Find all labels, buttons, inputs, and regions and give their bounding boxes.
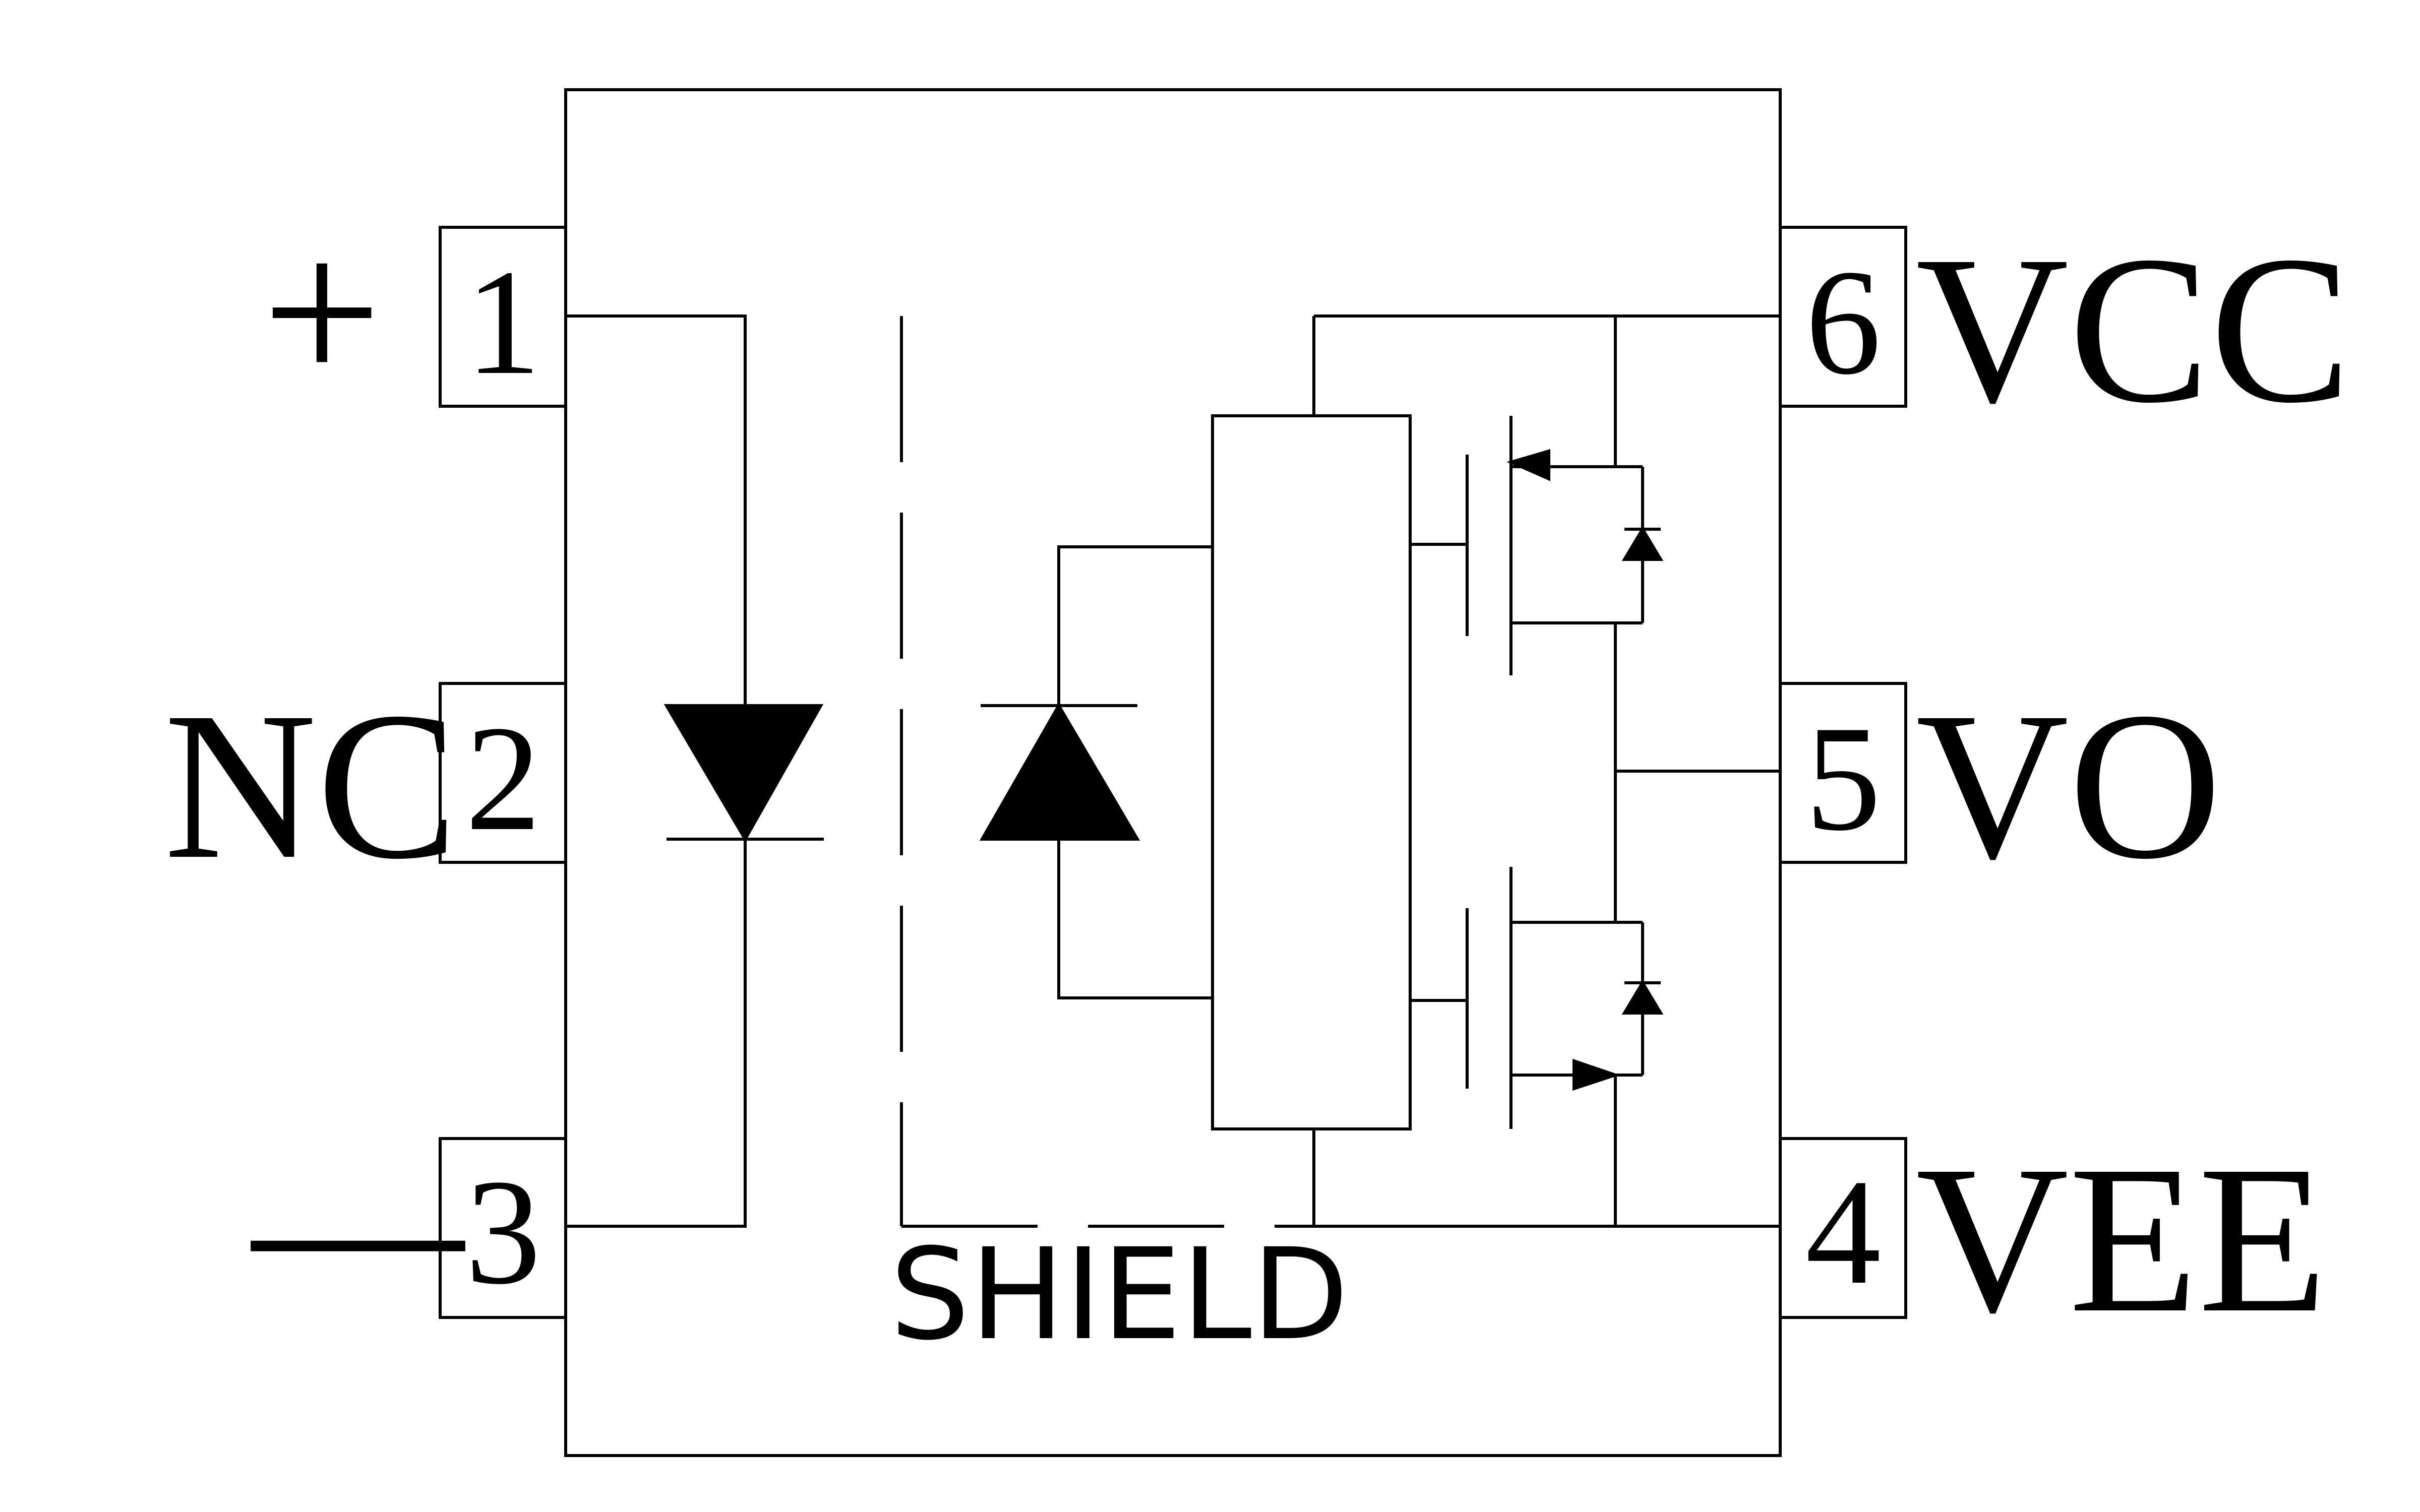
pin-6-label: VCC: [1916, 212, 2351, 447]
lower-body-diode-icon: [1621, 980, 1664, 1015]
pin-4-label: VEE: [1916, 1122, 2327, 1356]
pin-1-label: +: [262, 195, 382, 429]
upper-body-diode-icon: [1621, 526, 1664, 561]
led-triangle: [663, 704, 824, 843]
pin-2-box: [439, 682, 567, 864]
photodiode-top-connect: [1057, 545, 1213, 706]
pin-4-number: 4: [1805, 1148, 1881, 1315]
photodiode-triangle: [979, 703, 1140, 841]
pin-3-box: [439, 1137, 567, 1319]
pin-3-number: 3: [465, 1148, 541, 1315]
pin-2-number: 2: [465, 695, 541, 862]
shield-label: SHIELD: [890, 1221, 1349, 1368]
cathode-wire: [566, 839, 747, 1228]
pin-5-number: 5: [1805, 695, 1881, 862]
pin-5-box: [1779, 682, 1907, 864]
lower-arrow-icon: [1572, 1058, 1620, 1091]
upper-arrow-icon: [1506, 449, 1550, 481]
anode-wire: [566, 314, 747, 706]
pin-3-label: —: [249, 1107, 467, 1341]
pin-2-label: NC: [164, 668, 458, 903]
pin-5-label: VO: [1916, 668, 2222, 903]
photodiode-bottom-connect: [1057, 839, 1213, 999]
pin-1-number: 1: [465, 238, 541, 406]
pin-6-number: 6: [1805, 238, 1881, 406]
amplifier-block: [1211, 414, 1412, 1130]
pin-4-box: [1779, 1137, 1907, 1319]
